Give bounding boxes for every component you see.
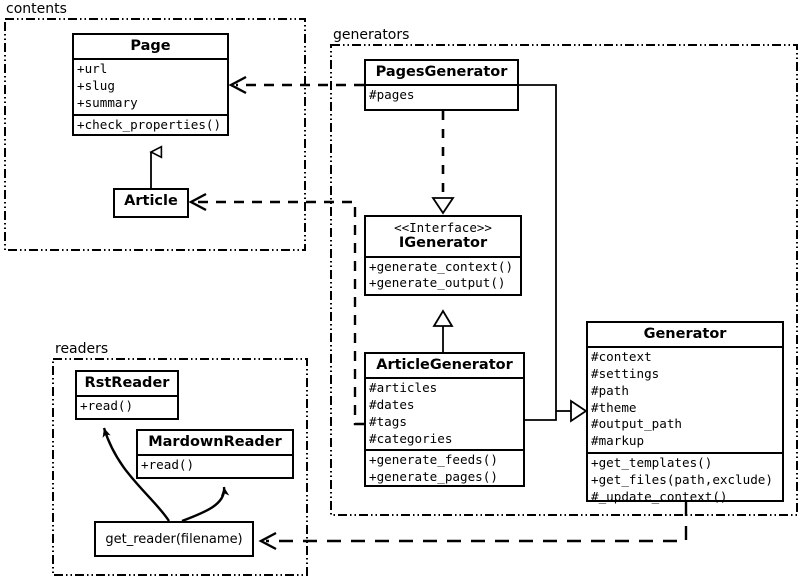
method-row: +generate_pages() <box>369 469 498 485</box>
class-name-text: IGenerator <box>398 235 488 252</box>
attribute-row: #markup <box>591 433 645 449</box>
package-label-contents: contents <box>4 1 69 17</box>
method-row: +check_properties() <box>77 116 222 132</box>
class-attributes-pagesgenerator: #pages <box>366 84 517 106</box>
package-border-contents <box>4 18 306 251</box>
function-label-get-reader: get_reader(filename) <box>105 531 243 547</box>
edge-generator-uses-get-reader <box>266 502 688 543</box>
method-row: #_update_context() <box>591 488 728 504</box>
attribute-row: #dates <box>369 397 415 413</box>
class-box-pagesgenerator[interactable]: PagesGenerator #pages <box>364 59 519 111</box>
edge-pagesgenerator-realizes-igenerator-head <box>431 197 455 215</box>
class-methods-page: +check_properties() <box>74 113 227 136</box>
class-stereotype-igenerator: <<Interface>> <box>394 220 492 235</box>
attribute-row: #context <box>591 349 652 365</box>
class-name-article: Article <box>124 193 178 209</box>
edge-articlegenerator-uses-article-head <box>188 192 207 212</box>
edge-generalization-to-generator-head <box>570 399 588 423</box>
class-attributes-generator: #context #settings #path #theme #output_… <box>588 346 782 452</box>
attribute-row: #settings <box>591 366 660 382</box>
attribute-row: +slug <box>77 78 115 94</box>
edge-pagesgenerator-inherits-generator <box>519 84 557 411</box>
class-box-page[interactable]: Page +url +slug +summary +check_properti… <box>72 33 229 136</box>
class-name-articlegenerator: ArticleGenerator <box>376 357 513 373</box>
attribute-row: +summary <box>77 94 138 110</box>
function-box-get-reader[interactable]: get_reader(filename) <box>94 521 254 557</box>
attribute-row: #articles <box>369 380 438 396</box>
class-name-generator: Generator <box>643 326 727 342</box>
package-border-readers <box>52 358 308 576</box>
attribute-row: #theme <box>591 399 637 415</box>
attribute-row: #tags <box>369 413 407 429</box>
edge-articlegenerator-uses-article <box>196 200 364 426</box>
method-row: +generate_context() <box>369 258 514 274</box>
edge-articlegenerator-realizes-igenerator-head <box>432 309 454 327</box>
class-name-pagesgenerator: PagesGenerator <box>375 64 508 80</box>
class-name-page: Page <box>130 38 171 54</box>
attribute-row: +url <box>77 61 108 77</box>
attribute-row: #output_path <box>591 416 682 432</box>
class-box-article[interactable]: Article <box>113 188 189 218</box>
method-row: +read() <box>80 398 134 414</box>
method-row: +read() <box>141 457 195 473</box>
class-box-mardownreader[interactable]: MardownReader +read() <box>136 429 294 479</box>
method-row: +get_files(path,exclude) <box>591 471 773 487</box>
package-label-readers: readers <box>53 341 111 357</box>
class-methods-igenerator: +generate_context() +generate_output() <box>366 255 520 295</box>
class-box-generator[interactable]: Generator #context #settings #path #them… <box>586 321 784 504</box>
edge-get-reader-returns-rstreader <box>102 427 171 522</box>
package-border-generators <box>330 44 798 516</box>
attribute-row: #categories <box>369 430 453 446</box>
method-row: +generate_output() <box>369 275 506 291</box>
method-row: +generate_feeds() <box>369 452 498 468</box>
class-methods-articlegenerator: +generate_feeds() +generate_pages() <box>366 449 523 488</box>
class-name-igenerator: <<Interface>> IGenerator <box>366 217 520 256</box>
class-methods-generator: +get_templates() +get_files(path,exclude… <box>588 452 782 507</box>
edge-generator-uses-get-reader-head <box>258 531 277 551</box>
class-attributes-page: +url +slug +summary <box>74 58 227 113</box>
edge-pagesgenerator-uses-page-head <box>228 75 247 95</box>
method-row: +get_templates() <box>591 455 713 471</box>
edge-get-reader-returns-mardownreader <box>181 486 230 523</box>
attribute-row: #pages <box>369 87 415 103</box>
class-box-articlegenerator[interactable]: ArticleGenerator #articles #dates #tags … <box>364 352 525 487</box>
class-box-igenerator[interactable]: <<Interface>> IGenerator +generate_conte… <box>364 215 522 296</box>
edge-articlegenerator-inherits-generator <box>525 411 557 421</box>
class-attributes-articlegenerator: #articles #dates #tags #categories <box>366 377 523 449</box>
package-label-generators: generators <box>331 27 412 43</box>
class-methods-mardownreader: +read() <box>138 454 292 476</box>
class-box-rstreader[interactable]: RstReader +read() <box>75 370 179 420</box>
class-name-rstreader: RstReader <box>84 375 170 391</box>
attribute-row: #path <box>591 382 629 398</box>
class-methods-rstreader: +read() <box>77 395 177 417</box>
class-name-mardownreader: MardownReader <box>148 434 282 450</box>
